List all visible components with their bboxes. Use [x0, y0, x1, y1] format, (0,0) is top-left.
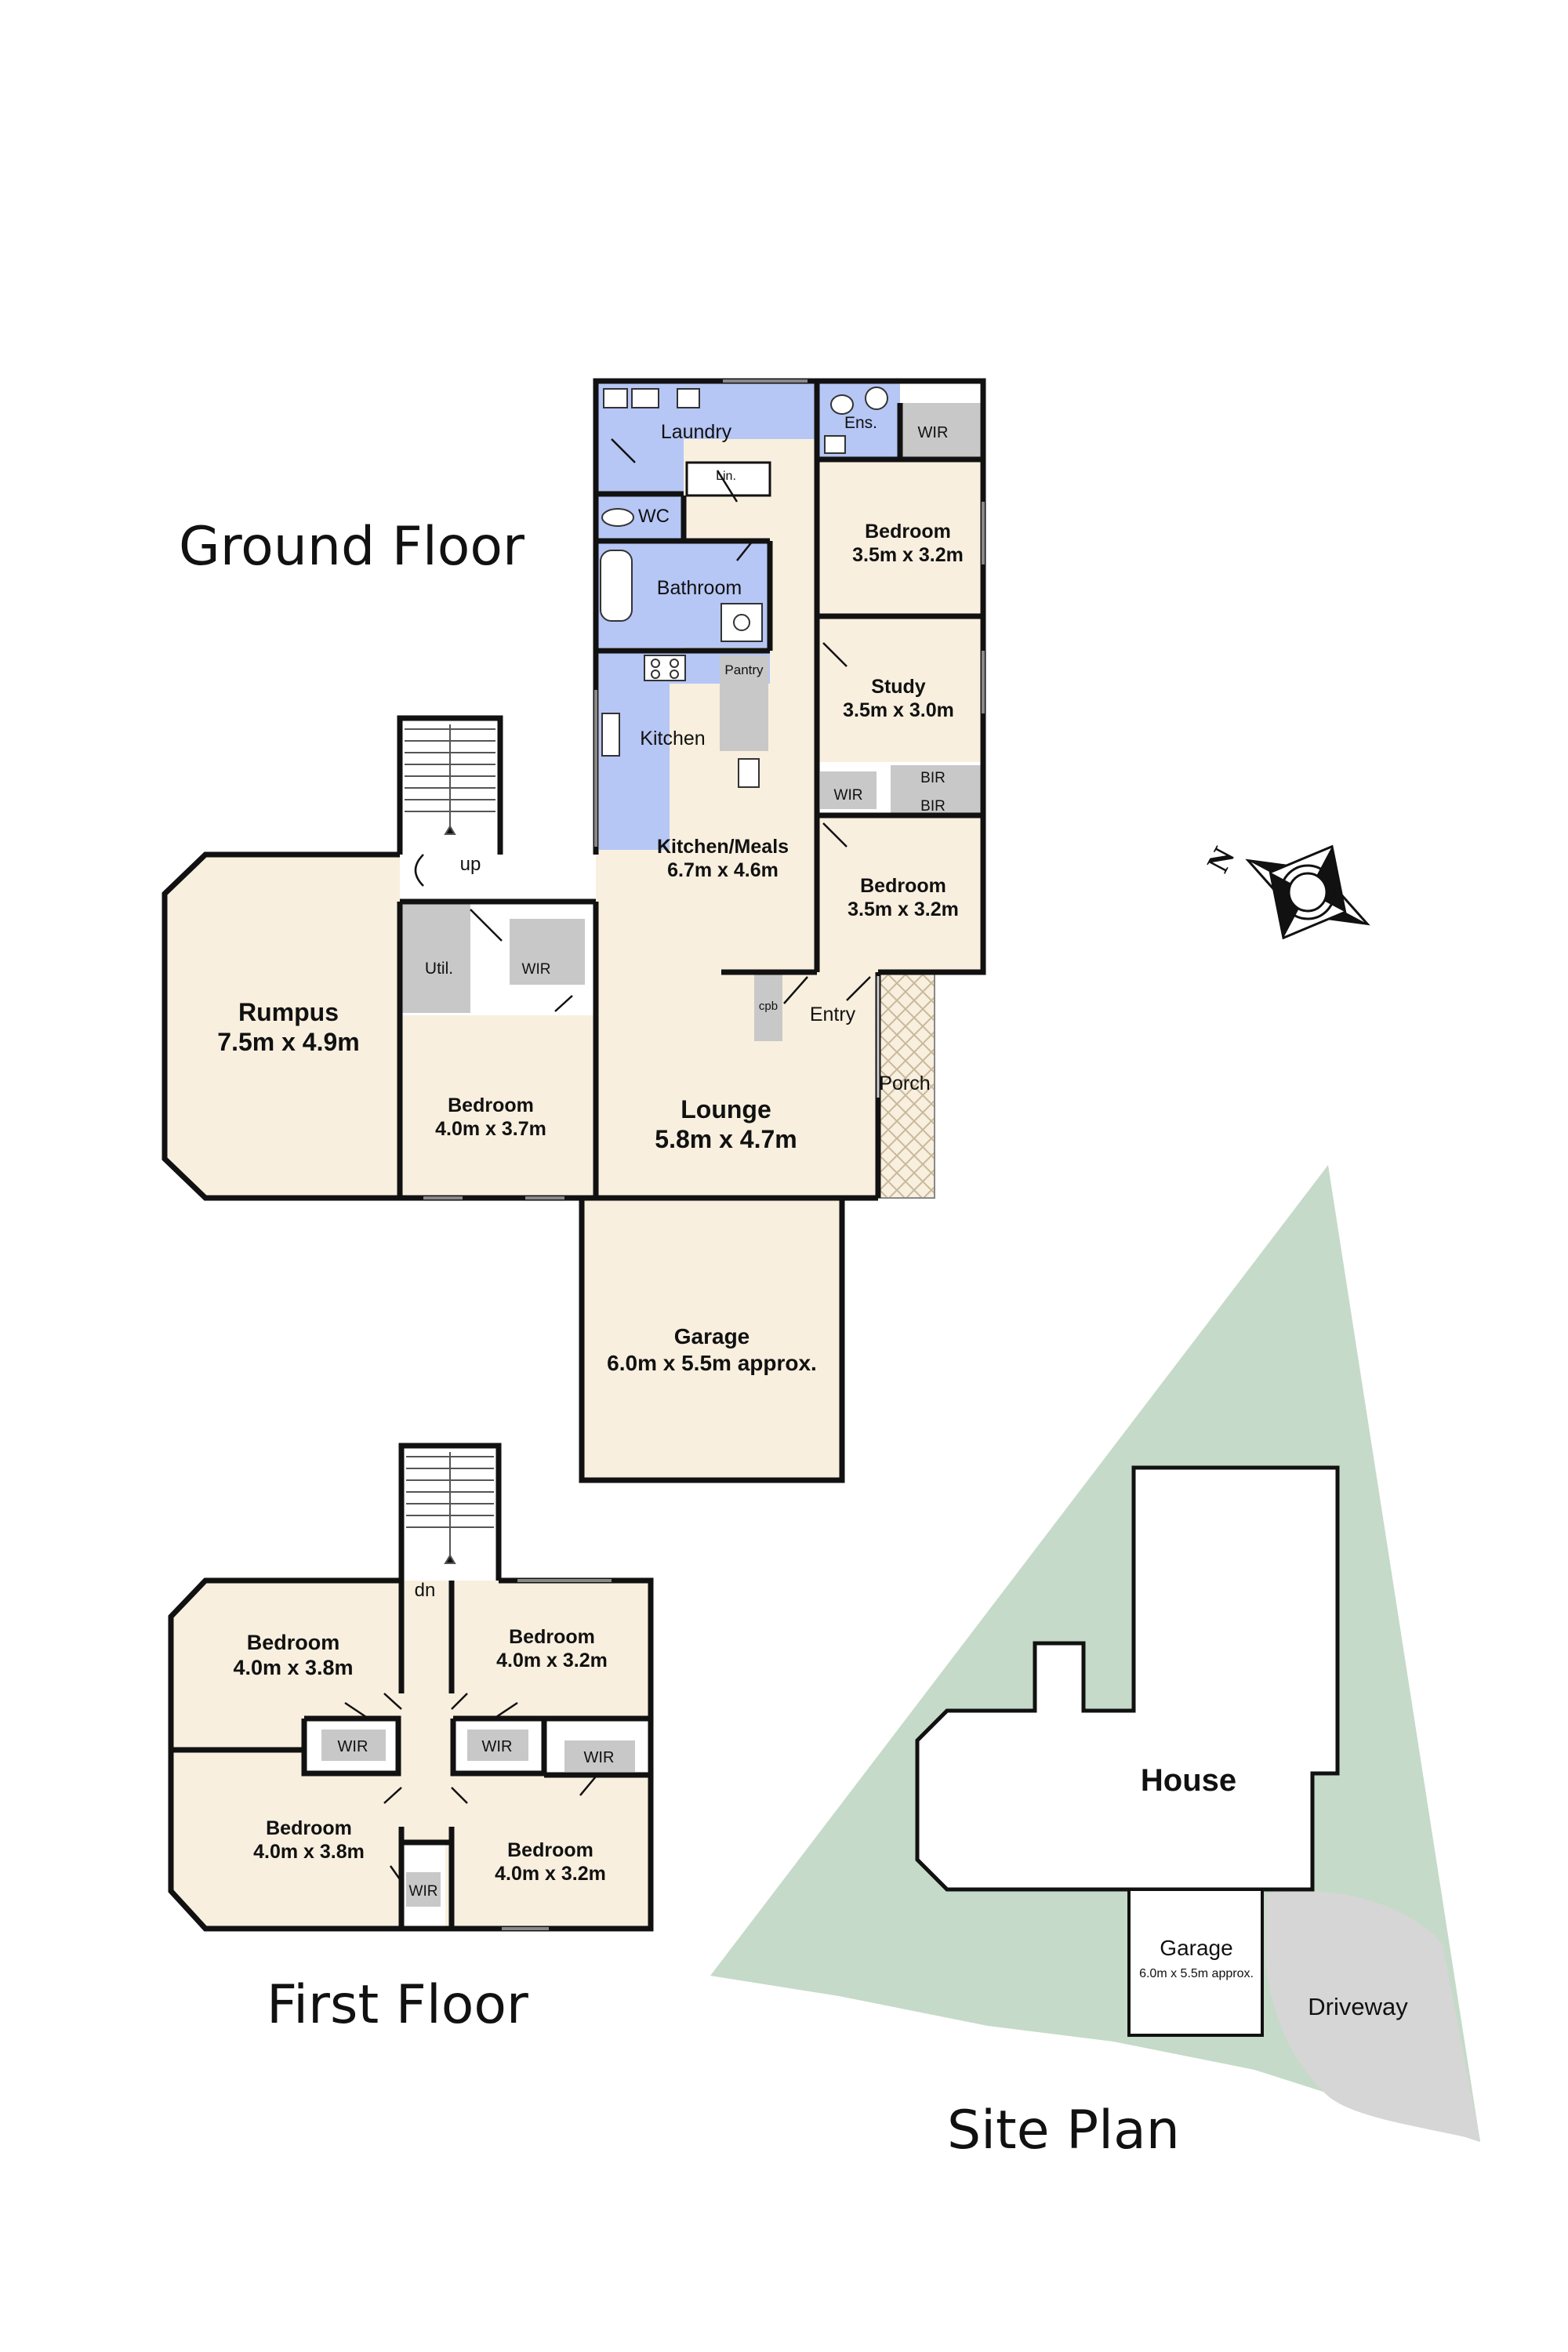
bedroom-rear-size: 4.0m x 3.7m — [435, 1118, 546, 1140]
bedroom-mid-name: Bedroom — [860, 875, 946, 897]
site-house-wing — [917, 1643, 1134, 1889]
site-plan — [710, 1165, 1480, 2142]
linen-label: Lin. — [716, 470, 736, 483]
wir-bed-cupboard[interactable] — [820, 771, 877, 809]
compass-rose: N — [1200, 841, 1370, 940]
site-plan-labels: House Garage 6.0m x 5.5m approx. Drivewa… — [1139, 1763, 1408, 2020]
stairs-up-label: up — [460, 854, 481, 875]
garage-room[interactable] — [582, 1200, 840, 1480]
bir-2-label: BIR — [920, 798, 946, 815]
first-windows — [502, 1579, 612, 1930]
cupboard-label: cpb — [759, 1000, 778, 1013]
pantry-label: Pantry — [724, 662, 764, 677]
first-stairs-treads — [406, 1452, 494, 1564]
first-wir-2-label: WIR — [482, 1738, 513, 1755]
first-wir-2-inner — [467, 1730, 528, 1761]
first-wir-1-label: WIR — [338, 1738, 368, 1755]
study-room[interactable] — [817, 616, 983, 762]
first-bedroom-2-name: Bedroom — [509, 1626, 595, 1648]
ground-floor-walls — [162, 378, 986, 1483]
ensuite-label: Ens. — [844, 414, 877, 432]
wc-label: WC — [638, 506, 670, 527]
site-driveway-label: Driveway — [1308, 1993, 1408, 2020]
cupboard[interactable] — [754, 974, 782, 1041]
porch-label: Porch — [879, 1073, 930, 1094]
bedroom-front-room[interactable] — [817, 461, 983, 616]
kitchen-meals-size: 6.7m x 4.6m — [667, 859, 779, 881]
first-floor-area[interactable] — [171, 1581, 651, 1929]
kitchen-meals-name: Kitchen/Meals — [657, 836, 789, 858]
first-bedroom-4-name: Bedroom — [507, 1839, 593, 1861]
garage-name: Garage — [674, 1324, 750, 1348]
laundry-label: Laundry — [661, 421, 732, 443]
wir-master-label: WIR — [918, 424, 949, 441]
bedroom-mid-room[interactable] — [817, 815, 983, 972]
first-wir-3-inner — [564, 1740, 635, 1772]
site-garage-size-label: 6.0m x 5.5m approx. — [1139, 1967, 1254, 1980]
first-bedroom-4-size: 4.0m x 3.2m — [495, 1863, 606, 1885]
first-wir-3-label: WIR — [584, 1749, 615, 1766]
first-wir-4-label: WIR — [409, 1883, 438, 1900]
entry-label: Entry — [810, 1004, 856, 1025]
stairs-down-label: dn — [415, 1580, 436, 1601]
wir-bed-label: WIR — [834, 787, 863, 804]
first-bedroom-3-size: 4.0m x 3.8m — [253, 1841, 365, 1863]
site-driveway[interactable] — [1265, 1890, 1480, 2140]
rumpus-size: 7.5m x 4.9m — [217, 1028, 359, 1056]
bedroom-front-name: Bedroom — [865, 521, 951, 543]
bedroom-mid-size: 3.5m x 3.2m — [848, 898, 959, 920]
bir-cupboards[interactable] — [891, 765, 983, 815]
site-garage[interactable] — [1127, 1888, 1264, 2037]
first-wir-1-inner — [321, 1730, 386, 1761]
site-garage-label: Garage — [1160, 1936, 1232, 1960]
lounge-size: 5.8m x 4.7m — [655, 1125, 797, 1153]
site-house-label: House — [1141, 1763, 1236, 1798]
ground-floor-title: Ground Floor — [179, 516, 524, 578]
pantry[interactable] — [720, 655, 768, 751]
compass-north-label: N — [1200, 841, 1241, 878]
rumpus-name: Rumpus — [238, 998, 339, 1026]
bedroom-front-size: 3.5m x 3.2m — [852, 544, 964, 566]
linen-cupboard[interactable] — [685, 461, 771, 497]
ground-floor-plan — [162, 378, 986, 1483]
wir-rumpus-inner — [510, 919, 585, 985]
ground-floor-labels: Laundry Ens. WIR Lin. WC Bathroom Pantry… — [217, 414, 964, 1375]
garage-size: 6.0m x 5.5m approx. — [607, 1351, 817, 1375]
bedroom-rear-name: Bedroom — [448, 1094, 534, 1116]
wir-master-cupboard[interactable] — [900, 403, 983, 459]
first-bedroom-2-size: 4.0m x 3.2m — [496, 1650, 608, 1671]
lounge-name: Lounge — [681, 1095, 771, 1123]
site-plan-title: Site Plan — [947, 2100, 1180, 2161]
first-floor-title: First Floor — [267, 1974, 528, 2036]
rumpus-room[interactable] — [165, 855, 400, 1198]
first-bedroom-1-size: 4.0m x 3.8m — [233, 1656, 353, 1679]
first-bedroom-3-name: Bedroom — [266, 1817, 352, 1839]
utility-label: Util. — [425, 960, 453, 978]
first-bedroom-1-name: Bedroom — [247, 1631, 340, 1654]
ground-stairs-treads — [405, 724, 495, 835]
ground-floor-door-swings — [414, 438, 880, 1098]
first-floor-labels: dn Bedroom 4.0m x 3.8m Bedroom 4.0m x 3.… — [233, 1580, 614, 1900]
ground-windows — [423, 379, 985, 1200]
ground-fixtures — [600, 387, 888, 788]
first-floor-plan — [168, 1443, 654, 1932]
first-floor-door-swings — [344, 1693, 597, 1882]
first-wir-4-inner — [406, 1872, 441, 1907]
study-name: Study — [871, 676, 926, 698]
kitchen-label: Kitchen — [640, 728, 705, 750]
bir-1-label: BIR — [920, 770, 946, 786]
bathroom-label: Bathroom — [657, 577, 742, 599]
bedroom-rear-room[interactable] — [400, 1015, 596, 1198]
study-size: 3.5m x 3.0m — [843, 699, 954, 721]
wir-rumpus-label: WIR — [522, 961, 551, 978]
utility-cupboard[interactable] — [401, 903, 470, 1013]
